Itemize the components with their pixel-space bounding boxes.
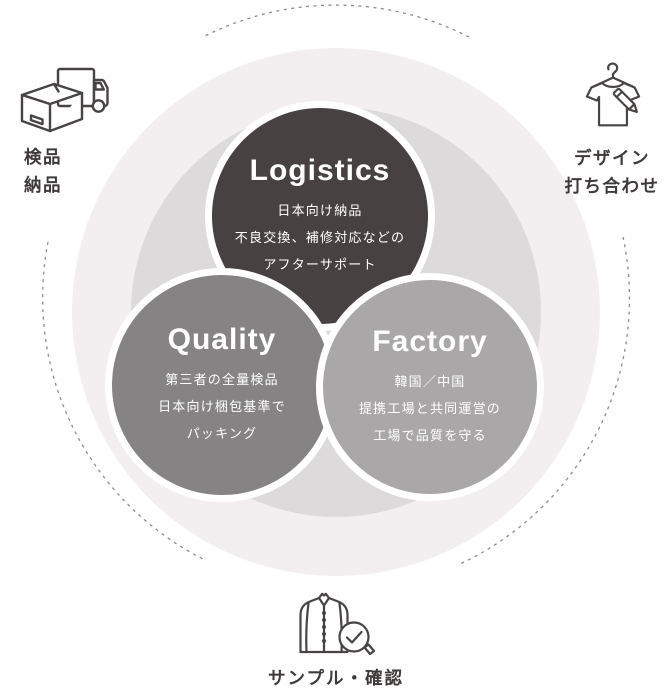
design-meeting-line-1: デザイン — [574, 148, 650, 168]
inspection-delivery-line-1: 検品 — [24, 147, 62, 167]
factory-line-1: 韓国／中国 — [394, 374, 466, 390]
quality-title: Quality — [167, 322, 277, 356]
factory-line-2: 提携工場と共同運営の — [358, 401, 501, 417]
tshirt-pencil-icon — [585, 62, 641, 127]
sample-check-line: サンプル・確認 — [268, 668, 404, 688]
logistics-line-1: 日本向け納品 — [277, 203, 363, 219]
sample-check-label: サンプル・確認 — [236, 664, 436, 692]
logistics-line-2: 不良交換、補修対応などの — [234, 230, 406, 246]
box-truck-icon — [20, 67, 109, 133]
quality-line-1: 第三者の全量検品 — [165, 372, 279, 388]
quality-line-2: 日本向け梱包基準で — [158, 399, 286, 415]
design-meeting-line-2: 打ち合わせ — [564, 176, 660, 196]
logistics-title: Logistics — [249, 153, 391, 187]
dashed-arc-top — [202, 4, 470, 38]
inspection-delivery-label: 検品 納品 — [24, 143, 62, 199]
factory-title: Factory — [372, 324, 488, 358]
quality-line-3: パッキング — [186, 426, 258, 442]
quality-circle: Quality 第三者の全量検品 日本向け梱包基準で パッキング — [105, 268, 339, 502]
factory-line-3: 工場で品質を守る — [373, 428, 487, 444]
inspection-delivery-line-2: 納品 — [24, 175, 62, 195]
logistics-line-3: アフターサポート — [263, 257, 377, 273]
shirt-check-icon — [299, 592, 376, 656]
design-meeting-label: デザイン 打ち合わせ — [550, 144, 672, 200]
factory-circle: Factory 韓国／中国 提携工場と共同運営の 工場で品質を守る — [316, 273, 544, 501]
